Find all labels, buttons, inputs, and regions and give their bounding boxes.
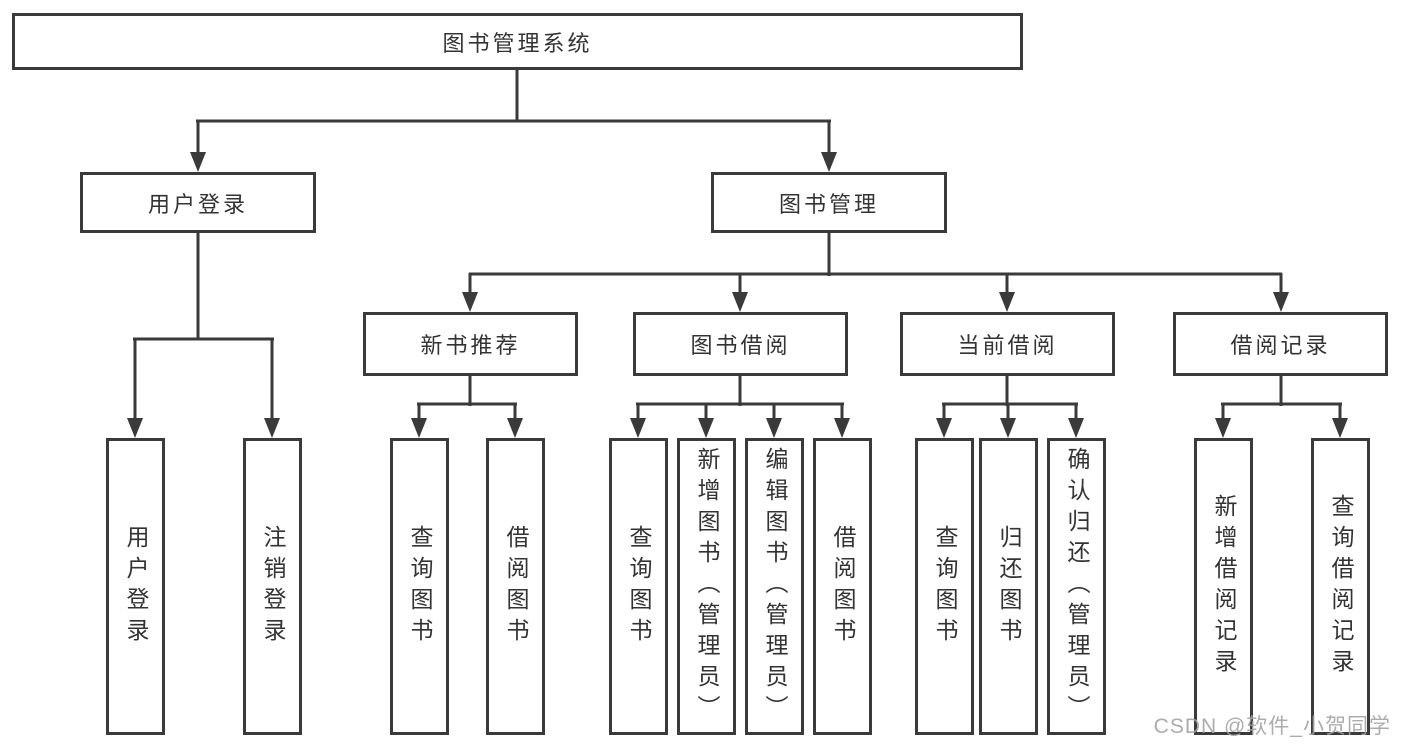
arrow-down-icon bbox=[732, 292, 748, 312]
node-book-borrowing: 图书借阅 bbox=[633, 312, 848, 376]
leaf-add-book-admin: 新增图书（管理员） bbox=[677, 438, 736, 735]
node-label: 查询图书 bbox=[407, 524, 433, 649]
leaf-edit-book-admin: 编辑图书（管理员） bbox=[745, 438, 804, 735]
leaf-query-borrow-record: 查询借阅记录 bbox=[1311, 438, 1370, 735]
arrow-down-icon bbox=[1332, 418, 1348, 438]
arrow-down-icon bbox=[411, 418, 427, 438]
node-user-login: 用户登录 bbox=[80, 172, 316, 233]
node-new-book-recommendation: 新书推荐 bbox=[363, 312, 578, 376]
node-label: 图书借阅 bbox=[690, 333, 791, 358]
leaf-query-books: 查询图书 bbox=[390, 438, 449, 735]
node-label: 当前借阅 bbox=[957, 333, 1058, 358]
watermark: CSDN @软件_小贺同学 bbox=[1153, 715, 1391, 738]
arrow-down-icon bbox=[999, 292, 1015, 312]
arrow-down-icon bbox=[1273, 292, 1289, 312]
node-label: 新增图书（管理员） bbox=[694, 447, 720, 726]
node-label: 归还图书 bbox=[996, 524, 1022, 649]
arrow-down-icon bbox=[264, 418, 280, 438]
node-label: 新增借阅记录 bbox=[1211, 493, 1237, 680]
node-label: 借阅图书 bbox=[830, 524, 856, 649]
arrow-down-icon bbox=[190, 152, 206, 172]
node-label: 编辑图书（管理员） bbox=[762, 447, 788, 726]
node-label: 图书管理 bbox=[778, 191, 879, 217]
node-label: 查询图书 bbox=[932, 524, 958, 649]
arrow-down-icon bbox=[766, 418, 782, 438]
node-label: 用户登录 bbox=[123, 524, 149, 649]
leaf-borrow-books: 借阅图书 bbox=[486, 438, 545, 735]
arrow-down-icon bbox=[1000, 418, 1016, 438]
node-label: 图书管理系统 bbox=[442, 30, 593, 56]
node-label: 查询图书 bbox=[626, 524, 652, 649]
leaf-logout: 注销登录 bbox=[243, 438, 302, 735]
node-book-management: 图书管理 bbox=[711, 172, 947, 233]
node-label: 新书推荐 bbox=[420, 333, 521, 358]
node-label: 借阅记录 bbox=[1230, 333, 1331, 358]
node-label: 用户登录 bbox=[147, 191, 248, 217]
arrow-down-icon bbox=[630, 418, 646, 438]
node-label: 查询借阅记录 bbox=[1328, 493, 1354, 680]
leaf-user-login: 用户登录 bbox=[106, 438, 165, 735]
node-current-borrowing: 当前借阅 bbox=[900, 312, 1115, 376]
leaf-return-books: 归还图书 bbox=[979, 438, 1038, 735]
arrow-down-icon bbox=[698, 418, 714, 438]
arrow-down-icon bbox=[127, 418, 143, 438]
node-library-system: 图书管理系统 bbox=[12, 13, 1023, 70]
arrow-down-icon bbox=[1068, 418, 1084, 438]
arrowhead-group bbox=[127, 152, 1348, 438]
node-label: 注销登录 bbox=[260, 524, 286, 649]
node-borrowing-records: 借阅记录 bbox=[1173, 312, 1388, 376]
leaf-query-books: 查询图书 bbox=[609, 438, 668, 735]
arrow-down-icon bbox=[462, 292, 478, 312]
leaf-query-books: 查询图书 bbox=[915, 438, 974, 735]
node-label: 确认归还（管理员） bbox=[1064, 447, 1090, 726]
arrow-down-icon bbox=[936, 418, 952, 438]
leaf-borrow-books: 借阅图书 bbox=[813, 438, 872, 735]
leaf-add-borrow-record: 新增借阅记录 bbox=[1194, 438, 1253, 735]
arrow-down-icon bbox=[821, 152, 837, 172]
leaf-confirm-return-admin: 确认归还（管理员） bbox=[1047, 438, 1106, 735]
node-label: 借阅图书 bbox=[503, 524, 529, 649]
arrow-down-icon bbox=[834, 418, 850, 438]
arrow-down-icon bbox=[507, 418, 523, 438]
arrow-down-icon bbox=[1215, 418, 1231, 438]
